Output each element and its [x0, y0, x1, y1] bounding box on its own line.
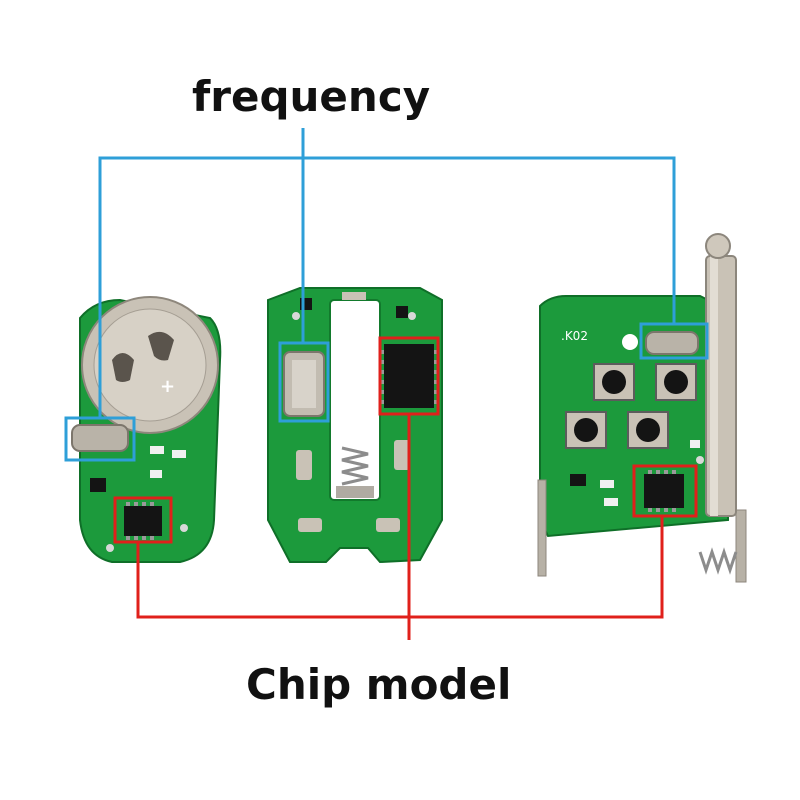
chip-model-label: Chip model: [246, 660, 512, 709]
right-chip: [644, 474, 684, 508]
left-chip-box: [113, 496, 173, 544]
frequency-label: frequency: [192, 72, 431, 121]
tactile-button-icon: [565, 363, 697, 449]
spring-icon: [341, 446, 369, 486]
right-crystal-oscillator: [645, 331, 699, 355]
spring-icon: [698, 547, 738, 575]
middle-pcb-board: [267, 287, 443, 564]
left-pcb-board: +: [71, 296, 222, 563]
left-chip: [124, 506, 162, 536]
coin-battery-holder-icon: +: [81, 296, 219, 434]
chip-outer-connector: [136, 516, 664, 619]
board-marking-text: .K02: [561, 329, 588, 343]
right-chip-box: [632, 464, 698, 518]
chip-model-callout: [113, 336, 698, 640]
frequency-callout: [64, 128, 709, 462]
frequency-outer-connector: [98, 156, 676, 418]
right-pcb-board: [537, 233, 747, 583]
middle-chip: [384, 344, 434, 408]
telescopic-antenna-icon: [705, 233, 737, 517]
left-crystal-oscillator: [71, 424, 129, 452]
svg-text:+: +: [160, 376, 175, 397]
